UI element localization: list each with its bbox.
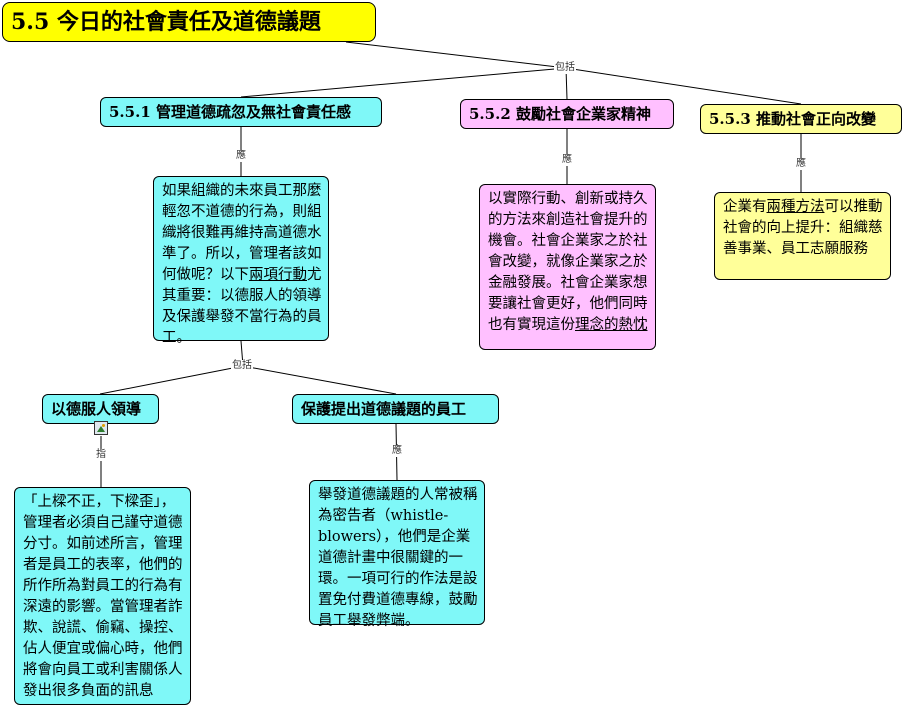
link-hub-t1 (240, 67, 567, 98)
note-text: 企業有 (723, 199, 767, 215)
label-n1-includes: 包括 (231, 360, 253, 372)
note-ethics-neglect[interactable]: 如果組織的未來員工那麼輕忽不道德的行為，則組織將很難再維持高道德水準了。所以，管… (153, 176, 329, 346)
note-social-entrepreneurship[interactable]: 以實際行動、創新或持久的方法來創造社會提升的機會。社會企業家之於社會改變，就像企… (479, 184, 656, 350)
topic-5-5-3[interactable]: 5.5.3 推動社會正向改變 (700, 104, 902, 134)
image-icon[interactable] (94, 421, 108, 435)
note-positive-change[interactable]: 企業有兩種方法可以推動社會的向上提升：組織慈善事業、員工志願服務 (714, 192, 891, 280)
topic-ethical-leadership[interactable]: 以德服人領導 (42, 394, 159, 424)
root-node[interactable]: 5.5 今日的社會責任及道德議題 (2, 2, 376, 42)
note-whistleblower-detail[interactable]: 舉發道德議題的人常被稱為密告者（whistle-blowers），他們是企業道德… (309, 480, 485, 629)
label-root-includes: 包括 (554, 62, 576, 74)
label-t4-refers: 指 (95, 449, 107, 461)
note-text: 以實際行動、創新或持久的方法來創造社會提升的機會。社會企業家之於社會改變，就像企… (488, 191, 648, 333)
topic-5-5-2[interactable]: 5.5.2 鼓勵社會企業家精神 (460, 99, 674, 129)
note-text: 尤其重要：以德服人的領導及保護舉發不當行為的員工。 (162, 267, 322, 346)
label-t5-should: 應 (391, 445, 403, 457)
note-underlined-text: 理念的熱忱 (575, 317, 648, 333)
link-hub-t3 (565, 67, 802, 105)
note-underlined-text: 兩種方法 (766, 199, 825, 215)
topic-protect-whistleblowers[interactable]: 保護提出道德議題的員工 (292, 394, 499, 424)
note-underlined-text: 兩項行動 (249, 267, 307, 283)
link-hub2-t5 (242, 365, 397, 395)
note-text: 如果組織的未來員工那麼輕忽不道德的行為，則組織將很難再維持高道德水準了。所以，管… (162, 183, 322, 283)
label-t1-should: 應 (235, 150, 247, 162)
topic-5-5-1[interactable]: 5.5.1 管理道德疏忽及無社會責任感 (100, 97, 382, 127)
note-leadership-detail[interactable]: 「上樑不正，下樑歪」，管理者必須自己謹守道德分寸。如前述所言，管理者是員工的表率… (14, 487, 191, 705)
label-t2-should: 應 (561, 154, 573, 166)
link-hub2-t4 (99, 365, 244, 395)
label-t3-should: 應 (795, 158, 807, 170)
link-root-hub (345, 41, 567, 69)
note-text: 可以推動社會的向上提升：組織慈善事業、員工志願服務 (723, 199, 883, 257)
